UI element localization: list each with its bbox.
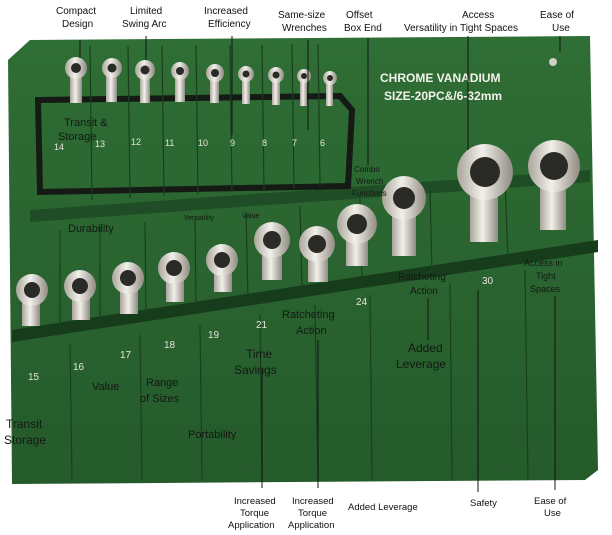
pocket-fold-bottom (12, 240, 598, 342)
pocket-fold-top (30, 170, 590, 222)
callout-samesize-2: Wrenches (282, 23, 327, 34)
callout-efficiency-2: Efficiency (208, 19, 251, 30)
grommet (549, 58, 557, 66)
roll-title-line1: CHROME VANADIUM (380, 71, 500, 85)
callout-compact-1: Compact (56, 6, 96, 17)
callout-torque1-1: Increased (234, 496, 276, 507)
callout-compact-2: Design (62, 19, 93, 30)
callout-ease-b2: Use (544, 508, 561, 519)
callout-torque2-1: Increased (292, 496, 334, 507)
label-portability: Portability (188, 429, 237, 441)
size-13: 13 (95, 139, 105, 149)
label-ratcheting-2: Action (410, 286, 438, 297)
sizes-top: 14 13 12 11 10 9 8 7 6 (54, 137, 325, 152)
roll-labels: Transit & Storage Durability Versatility… (4, 117, 563, 447)
callout-torque2-3: Application (288, 520, 334, 531)
size-15: 15 (28, 372, 40, 383)
strap (34, 92, 356, 196)
callout-ease-2: Use (552, 23, 570, 34)
size-16: 16 (73, 362, 85, 373)
callout-offset-1: Offset (346, 10, 373, 21)
size-19: 19 (208, 330, 220, 341)
callouts-bottom: Increased Torque Application Increased T… (228, 496, 567, 531)
label-ratcheting-b2: Action (296, 325, 327, 337)
size-10: 10 (198, 138, 208, 148)
label-transit-top-1: Transit & (64, 117, 108, 129)
wrenches-top-row (65, 57, 337, 106)
label-time-1: Time (246, 347, 273, 361)
sizes-bottom: 15 16 17 18 19 21 24 30 (28, 276, 494, 383)
roll-title-line2: SIZE-20PC&/6-32mm (384, 89, 502, 103)
label-combo-1: Combo (354, 165, 380, 174)
pocket-seams (59, 43, 529, 481)
callout-torque1-2: Torque (240, 508, 269, 519)
callout-efficiency-1: Increased (204, 6, 248, 17)
label-ratcheting-1: Ratcheting (398, 272, 446, 283)
callout-offset-2: Box End (344, 23, 382, 34)
label-range-1: Range (146, 377, 178, 389)
size-14: 14 (54, 142, 64, 152)
callout-torque1-3: Application (228, 520, 274, 531)
size-9: 9 (230, 138, 235, 148)
callout-ease-1: Ease of (540, 10, 574, 21)
label-value-small: Value (242, 213, 259, 220)
callouts-top: Compact Design Limited Swing Arc Increas… (56, 6, 574, 34)
size-8: 8 (262, 138, 267, 148)
size-18: 18 (164, 340, 176, 351)
size-17: 17 (120, 350, 132, 361)
wrenches-bottom-row (16, 140, 580, 326)
label-transit-b2: Storage (4, 433, 46, 447)
size-30: 30 (482, 276, 494, 287)
callout-added-leverage: Added Leverage (348, 502, 418, 513)
size-24: 24 (356, 297, 368, 308)
callout-ease-b1: Ease of (534, 496, 567, 507)
callout-access: Access (462, 10, 494, 21)
label-value: Value (92, 381, 119, 393)
label-time-2: Savings (234, 363, 277, 377)
label-transit-b1: Transit (6, 417, 43, 431)
label-range-2: of Sizes (140, 393, 180, 405)
callout-samesize-1: Same-size (278, 10, 326, 21)
label-ratcheting-b1: Ratcheting (282, 309, 335, 321)
callout-torque2-2: Torque (298, 508, 327, 519)
label-access-2: Tight (536, 271, 556, 281)
callout-versatility: Versatility in Tight Spaces (404, 23, 518, 34)
size-6: 6 (320, 138, 325, 148)
label-versatility: Versatility (184, 215, 214, 222)
size-21: 21 (256, 320, 268, 331)
callout-safety: Safety (470, 498, 497, 509)
label-combo-2: Wrench (356, 177, 383, 186)
callout-swing-1: Limited (130, 6, 162, 17)
leader-lines (79, 36, 561, 492)
label-access-3: Spaces (530, 284, 561, 294)
size-7: 7 (292, 138, 297, 148)
label-added-2: Leverage (396, 357, 446, 371)
callout-swing-2: Swing Arc (122, 19, 166, 30)
label-access-1: Access in (524, 258, 563, 268)
label-durability: Durability (68, 223, 114, 235)
size-11: 11 (165, 138, 174, 148)
label-transit-top-2: Storage (58, 131, 97, 143)
label-added-1: Added (408, 341, 443, 355)
label-combo-3: Functions (352, 189, 387, 198)
size-12: 12 (131, 137, 141, 147)
